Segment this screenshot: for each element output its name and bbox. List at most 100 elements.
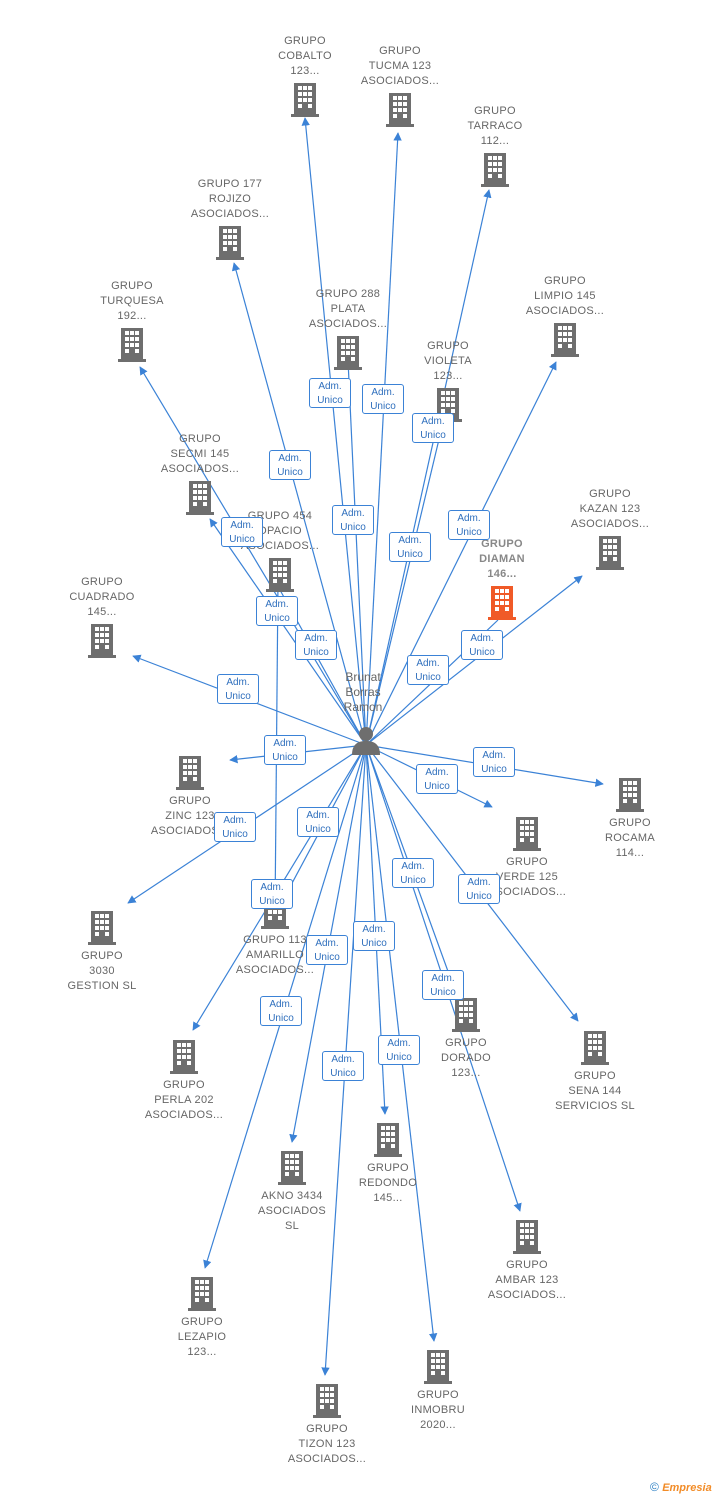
building-icon[interactable] <box>374 1123 402 1157</box>
building-icon[interactable] <box>481 153 509 187</box>
role-badge-adm-unico[interactable]: Adm.Unico <box>269 450 311 480</box>
role-badge-adm-unico[interactable]: Adm.Unico <box>217 674 259 704</box>
role-badge-adm-unico[interactable]: Adm.Unico <box>362 384 404 414</box>
role-badge-adm-unico[interactable]: Adm.Unico <box>264 735 306 765</box>
building-icon[interactable] <box>88 624 116 658</box>
role-badge-adm-unico[interactable]: Adm.Unico <box>322 1051 364 1081</box>
company-label-line: VERDE 125 <box>495 871 558 883</box>
role-badge-adm-unico[interactable]: Adm.Unico <box>221 517 263 547</box>
role-badge-adm-unico[interactable]: Adm.Unico <box>473 747 515 777</box>
building-icon[interactable] <box>291 83 319 117</box>
building-icon[interactable] <box>581 1031 609 1065</box>
company-label-line: GRUPO <box>445 1037 487 1049</box>
role-badge-line: Unico <box>229 534 255 545</box>
company-label-line: GRUPO <box>506 1259 548 1271</box>
role-badge-adm-unico[interactable]: Adm.Unico <box>256 596 298 626</box>
edge-line <box>139 366 367 746</box>
building-icon[interactable] <box>176 756 204 790</box>
role-badge-adm-unico[interactable]: Adm.Unico <box>260 996 302 1026</box>
company-label-line: PERLA 202 <box>154 1094 214 1106</box>
building-icon[interactable] <box>216 226 244 260</box>
role-badge-line: Unico <box>305 824 331 835</box>
footer-brand[interactable]: © Empresia <box>650 1480 712 1494</box>
role-badge-line: Adm. <box>401 861 425 872</box>
company-label-line: GRUPO <box>306 1423 348 1435</box>
person-name[interactable]: Brunat Borras Ramon <box>328 670 398 715</box>
company-label-line: 145... <box>87 606 117 618</box>
building-icon[interactable] <box>118 328 146 362</box>
building-icon[interactable] <box>488 586 516 620</box>
building-icon[interactable] <box>551 323 579 357</box>
role-badge-adm-unico[interactable]: Adm.Unico <box>378 1035 420 1065</box>
role-badge-adm-unico[interactable]: Adm.Unico <box>461 630 503 660</box>
building-icon[interactable] <box>266 558 294 592</box>
role-badge-adm-unico[interactable]: Adm.Unico <box>353 921 395 951</box>
role-badge-adm-unico[interactable]: Adm.Unico <box>392 858 434 888</box>
company-label-line: GRUPO 113 <box>243 934 307 946</box>
company-label-line: 3030 <box>89 965 115 977</box>
role-badge-adm-unico[interactable]: Adm.Unico <box>416 764 458 794</box>
building-icon[interactable] <box>424 1350 452 1384</box>
building-icon[interactable] <box>616 778 644 812</box>
building-icon[interactable] <box>186 481 214 515</box>
building-icon[interactable] <box>88 911 116 945</box>
role-badge-adm-unico[interactable]: Adm.Unico <box>306 935 348 965</box>
building-icon[interactable] <box>313 1384 341 1418</box>
building-icon[interactable] <box>513 1220 541 1254</box>
building-icon[interactable] <box>513 817 541 851</box>
role-badge-adm-unico[interactable]: Adm.Unico <box>251 879 293 909</box>
company-label-line: GRUPO <box>427 340 469 352</box>
building-icon[interactable] <box>188 1277 216 1311</box>
company-label-line: ASOCIADOS... <box>525 305 605 317</box>
role-badge-adm-unico[interactable]: Adm.Unico <box>458 874 500 904</box>
building-icon[interactable] <box>170 1040 198 1074</box>
role-badge-line: Unico <box>225 691 251 702</box>
role-badge-adm-unico[interactable]: Adm.Unico <box>332 505 374 535</box>
role-badge-line: Adm. <box>431 973 455 984</box>
building-icon[interactable] <box>278 1151 306 1185</box>
building-icon[interactable] <box>386 93 414 127</box>
role-badge-adm-unico[interactable]: Adm.Unico <box>412 413 454 443</box>
role-badge-adm-unico[interactable]: Adm.Unico <box>407 655 449 685</box>
role-badge-adm-unico[interactable]: Adm.Unico <box>309 378 351 408</box>
edge-line <box>347 359 367 746</box>
company-label-line: GRUPO <box>367 1162 409 1174</box>
building-icon[interactable] <box>334 336 362 370</box>
building-icon[interactable] <box>452 998 480 1032</box>
role-badge-adm-unico[interactable]: Adm.Unico <box>448 510 490 540</box>
role-badge-adm-unico[interactable]: Adm.Unico <box>297 807 339 837</box>
building-icon[interactable] <box>596 536 624 570</box>
role-badge-adm-unico[interactable]: Adm.Unico <box>214 812 256 842</box>
company-label-line: GRUPO <box>179 433 221 445</box>
role-badge-adm-unico[interactable]: Adm.Unico <box>422 970 464 1000</box>
role-badge-adm-unico[interactable]: Adm.Unico <box>389 532 431 562</box>
role-badge-adm-unico[interactable]: Adm.Unico <box>295 630 337 660</box>
